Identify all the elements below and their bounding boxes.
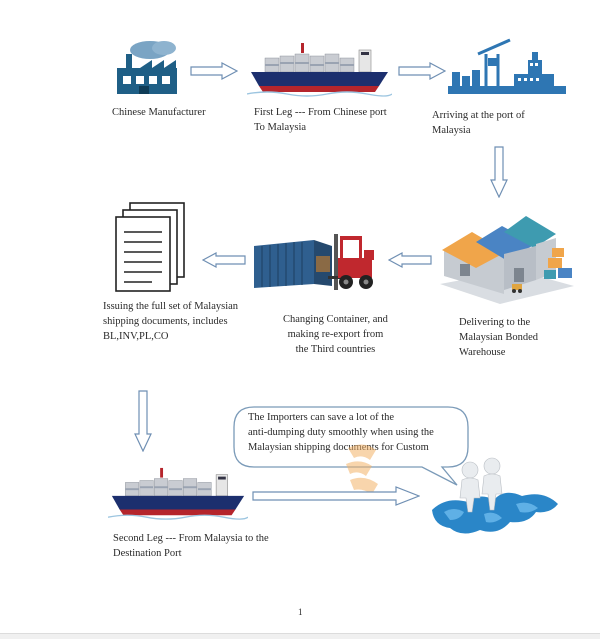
factory-icon bbox=[112, 40, 184, 98]
documents-icon bbox=[112, 202, 188, 294]
forklift-container-icon bbox=[252, 226, 380, 296]
callout-text: The Importers can save a lot of the anti… bbox=[248, 412, 434, 453]
callout-bubble bbox=[232, 405, 470, 487]
container-ship-icon bbox=[247, 40, 392, 100]
page-footer-strip bbox=[0, 633, 600, 639]
caption-issuing: Issuing the full set of Malaysian shippi… bbox=[103, 301, 239, 342]
caption-changing: Changing Container, and making re-export… bbox=[283, 314, 388, 355]
arrow-left-1 bbox=[202, 252, 246, 268]
watermark-logo bbox=[340, 440, 388, 496]
arrow-left-2 bbox=[388, 252, 432, 268]
caption-delivering: Delivering to the Malaysian Bonded Wareh… bbox=[459, 317, 539, 358]
page-number: 1 bbox=[298, 607, 303, 617]
arrow-right-long bbox=[252, 486, 420, 506]
arrow-down-2 bbox=[134, 390, 152, 452]
arrow-down-1 bbox=[490, 146, 508, 198]
caption-manufacturer: Chinese Manufacturer bbox=[112, 107, 206, 118]
container-ship-icon-2 bbox=[108, 464, 248, 524]
caption-second-leg: Second Leg --- From Malaysia to the Dest… bbox=[113, 533, 269, 559]
warehouse-icon bbox=[440, 210, 574, 306]
caption-arriving: Arriving at the port of Malaysia bbox=[432, 110, 525, 136]
arrow-right-1 bbox=[190, 62, 238, 80]
arrow-right-2 bbox=[398, 62, 446, 80]
caption-first-leg: First Leg --- From Chinese port To Malay… bbox=[254, 107, 387, 133]
port-crane-icon bbox=[448, 36, 566, 98]
people-on-map-icon bbox=[424, 452, 564, 544]
